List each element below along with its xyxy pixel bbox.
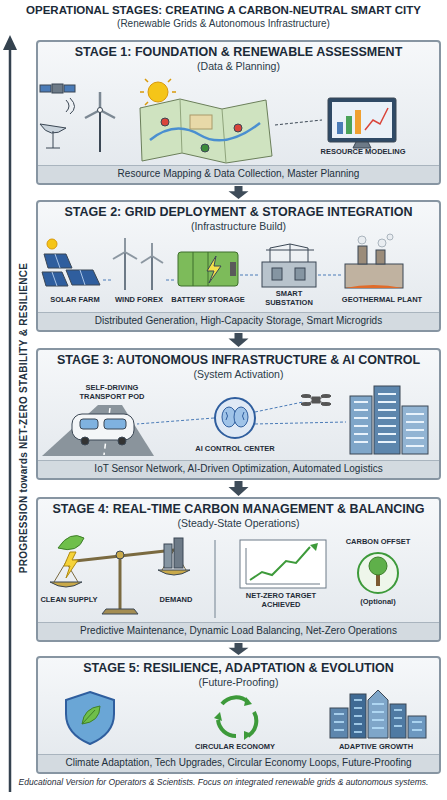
subtitle: (Renewable Grids & Autonomous Infrastruc… — [2, 18, 445, 30]
stage-subtitle: (Data & Planning) — [197, 60, 280, 73]
flow-arrow — [229, 643, 249, 655]
stage-fills — [37, 41, 440, 773]
icon-label: WIND FOREX — [106, 296, 172, 305]
icon-label: SOLAR FARM — [40, 296, 110, 305]
caption: Educational Version for Operators & Scie… — [3, 777, 444, 787]
stage5-icons — [66, 690, 426, 744]
stage-footer: Predictive Maintenance, Dynamic Load Bal… — [38, 622, 439, 640]
icon-label: GEOTHERMAL PLANT — [330, 296, 434, 305]
diagram-title: OPERATIONAL STAGES: CREATING A CARBON-NE… — [2, 3, 445, 17]
icon-label: ADAPTIVE GROWTH — [324, 743, 428, 752]
stage-heading: STAGE 5: RESILIENCE, ADAPTATION & EVOLUT… — [83, 661, 394, 676]
stage-subtitle: (Future-Proofing) — [199, 676, 279, 689]
stage-footer: Climate Adaptation, Tech Upgrades, Circu… — [38, 754, 439, 772]
icon-label: CARBON OFFSET — [336, 538, 420, 547]
stage-box: STAGE 5: RESILIENCE, ADAPTATION & EVOLUT… — [36, 656, 441, 774]
stage2-icons — [42, 234, 403, 290]
flow-arrow — [229, 481, 249, 496]
stage-footer: Distributed Generation, High-Capacity St… — [38, 312, 439, 330]
stage-box: STAGE 3: AUTONOMOUS INFRASTRUCTURE & AI … — [36, 348, 441, 480]
icon-label: CIRCULAR ECONOMY — [184, 743, 286, 752]
stage-heading: STAGE 3: AUTONOMOUS INFRASTRUCTURE & AI … — [57, 353, 420, 368]
stage-box: STAGE 4: REAL-TIME CARBON MANAGEMENT & B… — [36, 497, 441, 642]
icon-label: AI CONTROL CENTER — [188, 445, 282, 454]
icon-label: (Optional) — [336, 598, 420, 607]
icon-label: DEMAND — [146, 596, 206, 605]
icon-label: SMART SUBSTATION — [256, 290, 322, 307]
stage-heading: STAGE 2: GRID DEPLOYMENT & STORAGE INTEG… — [65, 205, 413, 220]
stage-heading: STAGE 1: FOUNDATION & RENEWABLE ASSESSME… — [75, 45, 403, 60]
icon-label: NET-ZERO TARGET ACHIEVED — [226, 592, 336, 609]
stage-box: STAGE 2: GRID DEPLOYMENT & STORAGE INTEG… — [36, 200, 441, 332]
icon-label: RESOURCE MODELING — [318, 148, 408, 157]
stage-footer: Resource Mapping & Data Collection, Mast… — [38, 165, 439, 183]
axis-label: PROGRESSION towards NET-ZERO STABILITY &… — [17, 118, 31, 718]
stage-footer: IoT Sensor Network, AI-Driven Optimizati… — [38, 460, 439, 478]
stage-subtitle: (Infrastructure Build) — [191, 220, 286, 233]
progression-arrow — [3, 35, 17, 792]
stage4-icons — [50, 536, 398, 618]
stage-subtitle: (System Activation) — [194, 368, 284, 381]
icon-label: CLEAN SUPPLY — [40, 596, 98, 605]
flow-arrow — [229, 186, 249, 199]
icon-label: SELF-DRIVING TRANSPORT POD — [68, 384, 156, 401]
stage-heading: STAGE 4: REAL-TIME CARBON MANAGEMENT & B… — [53, 502, 425, 517]
flow-arrow — [229, 333, 249, 347]
icon-label: BATTERY STORAGE — [168, 296, 248, 305]
stage-subtitle: (Steady-State Operations) — [178, 517, 300, 530]
stage-box: STAGE 1: FOUNDATION & RENEWABLE ASSESSME… — [36, 40, 441, 185]
